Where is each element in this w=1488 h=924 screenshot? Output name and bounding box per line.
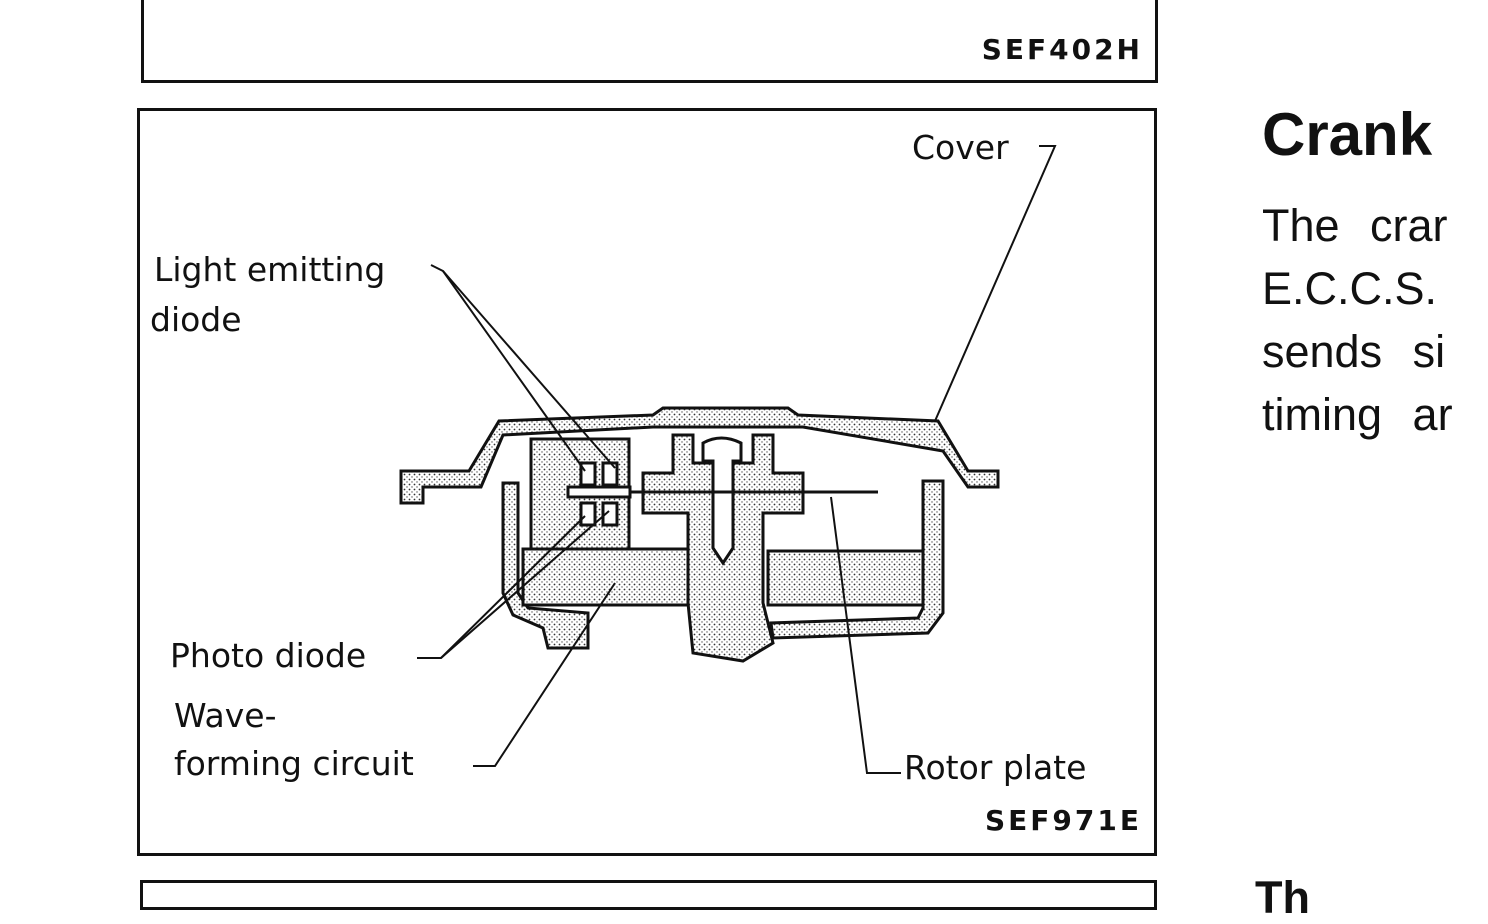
right-circuit — [766, 549, 925, 607]
paragraph-line: E.C.C.S. — [1262, 263, 1438, 314]
sensor-cross-section-diagram — [399, 145, 1057, 774]
section-heading: Crank — [1262, 101, 1433, 168]
photo-diode-label: Photo diode — [170, 636, 367, 675]
housing-shape — [501, 481, 590, 650]
led-label-line2: diode — [150, 300, 242, 339]
side-text-column: Crank The crar E.C.C.S. sends si timing … — [1262, 100, 1488, 446]
paragraph-line: sends si — [1262, 326, 1446, 377]
bolt — [701, 436, 743, 566]
cover-shape — [399, 406, 1000, 505]
section-paragraph: The crar E.C.C.S. sends si timing ar — [1262, 194, 1488, 446]
crank-angle-sensor-figure: Cover Light emitting diode Photo diode W… — [137, 108, 1157, 856]
photo-leader-b — [440, 510, 610, 659]
paragraph-line: timing ar — [1262, 389, 1453, 440]
rotor-leader — [830, 496, 901, 774]
led-leader-b — [442, 270, 616, 469]
next-paragraph-partial: Th — [1255, 872, 1310, 923]
top-figure-frame: ( + ⌐ ⌐ SEF402H — [141, 0, 1158, 83]
wave-label-line2: forming circuit — [174, 744, 414, 783]
wave-leader — [473, 582, 616, 767]
main-figure-code: SEF971E — [985, 804, 1142, 837]
cover-leader — [934, 145, 1057, 422]
wave-label-line1: Wave- — [174, 696, 277, 735]
paragraph-line: The crar — [1262, 200, 1448, 251]
led-label-line1: Light emitting — [154, 250, 386, 289]
rotor-plate-label: Rotor plate — [904, 748, 1087, 787]
cover-label: Cover — [912, 128, 1009, 167]
top-figure-code: SEF402H — [981, 33, 1143, 66]
top-figure-partial-text: ( + ⌐ ⌐ — [644, 0, 764, 1]
bottom-figure-frame — [140, 880, 1157, 910]
led-leader-a — [430, 264, 586, 472]
